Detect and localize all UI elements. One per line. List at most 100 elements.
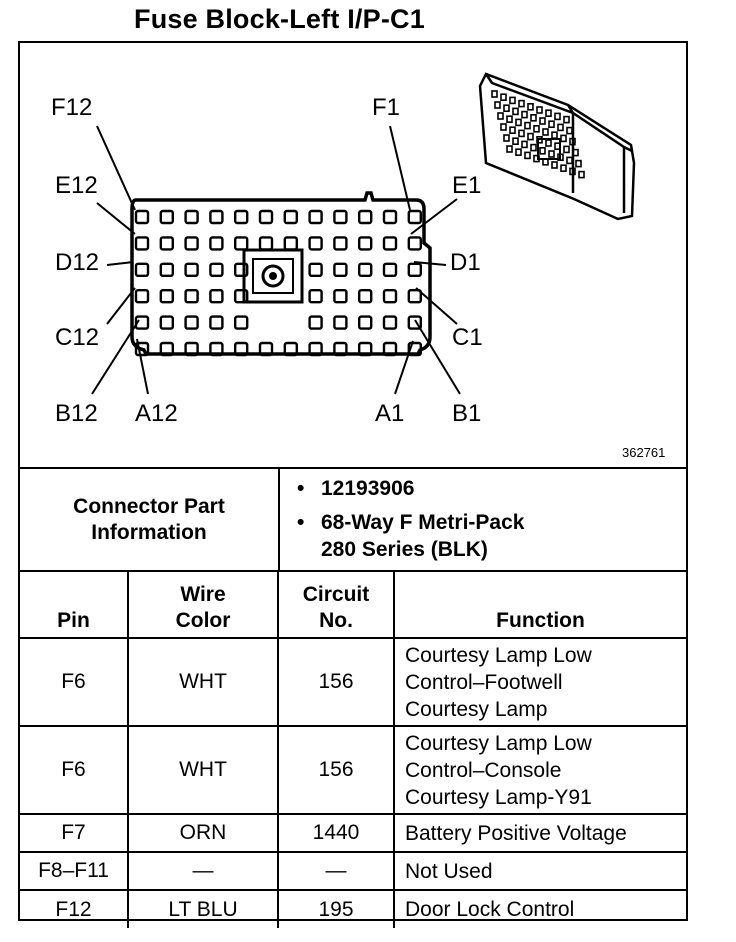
perspective-cavity xyxy=(566,126,573,135)
pin-cavity xyxy=(358,209,373,225)
pin-label-a1: A1 xyxy=(375,400,404,427)
perspective-cavity xyxy=(530,143,537,152)
pin-cell: F6 xyxy=(20,725,129,815)
pin-label-b12: B12 xyxy=(55,400,98,427)
perspective-cavity xyxy=(518,99,525,108)
pin-cavity xyxy=(358,288,373,304)
pin-cavity xyxy=(382,209,398,225)
pin-cavity xyxy=(333,209,348,225)
perspective-cavity xyxy=(494,101,501,109)
function-line: Door Lock Control xyxy=(405,898,575,921)
perspective-cavity xyxy=(503,134,510,142)
pin-cavity xyxy=(184,236,199,251)
pin-cavity xyxy=(159,236,175,251)
perspective-cavity xyxy=(551,131,558,139)
pin-cavity xyxy=(209,209,224,225)
wire-color-cell: LT BLU xyxy=(127,889,279,928)
header-pin: Pin xyxy=(20,570,129,639)
pin-cavity xyxy=(184,209,199,225)
pin-cavity xyxy=(159,341,175,357)
perspective-cavity xyxy=(563,145,570,154)
perspective-cavity xyxy=(518,129,525,138)
perspective-cavity xyxy=(539,147,546,155)
perspective-cavity xyxy=(536,106,543,114)
perspective-cavity xyxy=(542,128,549,136)
perspective-cavity xyxy=(536,136,543,144)
pin-cavity xyxy=(209,288,224,304)
function-cell: Door Lock Control xyxy=(393,889,686,928)
perspective-cavity xyxy=(554,142,561,150)
perspective-cavity xyxy=(560,134,567,143)
function-line: Courtesy Lamp Low xyxy=(405,731,592,755)
perspective-cavity xyxy=(569,167,576,176)
perspective-cavity xyxy=(545,109,552,117)
pin-cavity xyxy=(134,315,150,330)
perspective-cavity xyxy=(542,158,549,166)
perspective-cavity xyxy=(569,137,576,146)
wire-color-cell: WHT xyxy=(127,637,279,727)
pin-cavity xyxy=(283,209,298,225)
perspective-cavity xyxy=(575,159,582,168)
wire-color-cell: WHT xyxy=(127,725,279,815)
pin-cavity xyxy=(258,236,274,251)
pin-cavity xyxy=(159,209,175,225)
pin-cavity xyxy=(134,236,150,251)
perspective-cavity xyxy=(533,154,540,163)
pin-label-f1: F1 xyxy=(372,94,400,121)
page-title: Fuse Block-Left I/P-C1 xyxy=(134,4,425,34)
function-cell: Not Used xyxy=(393,851,686,891)
perspective-cavity xyxy=(491,90,498,98)
perspective-cavity xyxy=(524,151,531,160)
pin-label-e12: E12 xyxy=(55,172,98,199)
pin-cavity xyxy=(233,209,249,225)
perspective-cavity xyxy=(497,112,504,120)
perspective-cavity xyxy=(509,126,516,134)
perspective-cavity xyxy=(515,148,522,156)
connector-info-values: 12193906 68-Way F Metri-Pack 280 Series … xyxy=(295,475,524,563)
pin-cavity xyxy=(358,262,373,278)
wire-color-cell: — xyxy=(127,851,279,891)
connector-info-label-line2: Information xyxy=(91,520,207,544)
perspective-cavity xyxy=(557,123,564,132)
circuit-cell: 156 xyxy=(277,637,395,727)
pin-cavity xyxy=(382,315,398,330)
pin-cavity xyxy=(184,341,199,357)
perspective-cavity xyxy=(503,104,510,113)
pin-cavity xyxy=(358,236,373,251)
pin-cavity xyxy=(159,262,175,278)
pin-cavity xyxy=(308,288,323,304)
perspective-cavity xyxy=(509,96,516,105)
pin-cavity xyxy=(233,236,249,251)
pin-cavity xyxy=(258,341,274,357)
pin-cavity xyxy=(233,288,249,304)
perspective-cavity xyxy=(545,139,552,147)
pin-cavity xyxy=(134,288,150,304)
pin-cavity xyxy=(407,315,422,330)
pin-label-a12: A12 xyxy=(135,400,178,427)
pin-cell: F12 xyxy=(20,889,129,928)
pin-cavity xyxy=(308,262,323,278)
pin-cavity xyxy=(382,341,398,357)
pin-cavity xyxy=(407,209,422,225)
pin-label-e1: E1 xyxy=(452,172,481,199)
pin-label-c12: C12 xyxy=(55,324,99,351)
figure-id: 362761 xyxy=(622,445,665,460)
perspective-cavity xyxy=(551,161,558,169)
perspective-cavity xyxy=(512,137,519,145)
perspective-cavity xyxy=(563,115,570,124)
function-cell: Battery Positive Voltage xyxy=(393,813,686,853)
pin-cavity xyxy=(209,315,224,330)
part-number: 12193906 xyxy=(295,475,524,502)
perspective-cavity xyxy=(539,117,546,125)
perspective-cavity xyxy=(557,153,564,161)
pin-cavity xyxy=(159,315,175,330)
pin-cavity xyxy=(283,236,298,251)
pin-cavity xyxy=(407,341,422,357)
pin-cavity xyxy=(308,341,323,357)
pin-cavity xyxy=(258,209,274,225)
pin-cavity xyxy=(358,341,373,357)
